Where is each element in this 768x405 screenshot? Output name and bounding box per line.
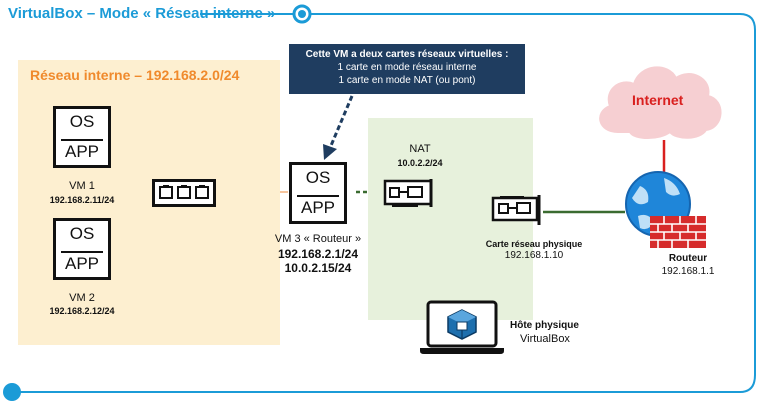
callout-title: Cette VM a deux cartes réseaux virtuelle… <box>305 49 509 60</box>
frame <box>3 4 756 401</box>
vm1-app: APP <box>64 142 100 161</box>
internet-label: Internet <box>632 92 684 108</box>
switch-icon <box>152 179 216 207</box>
vm1-separator <box>61 139 103 141</box>
router-icon <box>625 171 706 248</box>
callout-arrow <box>323 95 354 160</box>
vm-callout: Cette VM a deux cartes réseaux virtuelle… <box>289 44 525 94</box>
vm3-box: OS APP <box>289 162 347 224</box>
internet-cloud-icon <box>599 66 722 139</box>
internal-network-label: Réseau interne – 192.168.2.0/24 <box>30 67 240 83</box>
firewall-icon <box>650 216 706 248</box>
vm1-name: VM 1 <box>69 180 95 192</box>
vm3-app: APP <box>300 198 336 217</box>
callout-line-1: 1 carte en mode réseau interne <box>337 62 477 73</box>
vm1-ip: 192.168.2.11/24 <box>49 195 115 205</box>
vm2-os: OS <box>69 224 95 243</box>
vm2-app: APP <box>64 254 100 273</box>
vm2-box: OS APP <box>53 218 111 280</box>
vm2-ip: 192.168.2.12/24 <box>49 306 115 316</box>
vm3-ip-2: 10.0.2.15/24 <box>284 261 352 275</box>
page-title: VirtualBox – Mode « Réseau interne » <box>8 5 276 22</box>
nat-ip: 10.0.2.2/24 <box>397 158 443 168</box>
nat-card-icon <box>383 179 433 207</box>
virtualbox-logo-icon <box>447 309 477 340</box>
host-label-1: Hôte physique <box>510 320 579 331</box>
callout-line-2: 1 carte en mode NAT (ou pont) <box>338 75 476 86</box>
nat-label: NAT <box>409 143 431 155</box>
router-ip: 192.168.1.1 <box>661 266 715 277</box>
physical-card-ip: 192.168.1.10 <box>504 250 564 261</box>
vm3-name: VM 3 « Routeur » <box>274 233 362 245</box>
vm1-os: OS <box>69 112 95 131</box>
vm3-ip-1: 192.168.2.1/24 <box>277 247 359 261</box>
physical-card-label: Carte réseau physique <box>485 239 583 249</box>
laptop-icon <box>420 300 504 354</box>
vm3-separator <box>297 195 339 197</box>
vm2-name: VM 2 <box>69 292 95 304</box>
host-label-2: VirtualBox <box>520 333 570 345</box>
router-label: Routeur <box>668 253 708 264</box>
vm1-box: OS APP <box>53 106 111 168</box>
physical-card-icon <box>491 195 541 225</box>
vm2-separator <box>61 251 103 253</box>
vm3-os: OS <box>305 168 331 187</box>
